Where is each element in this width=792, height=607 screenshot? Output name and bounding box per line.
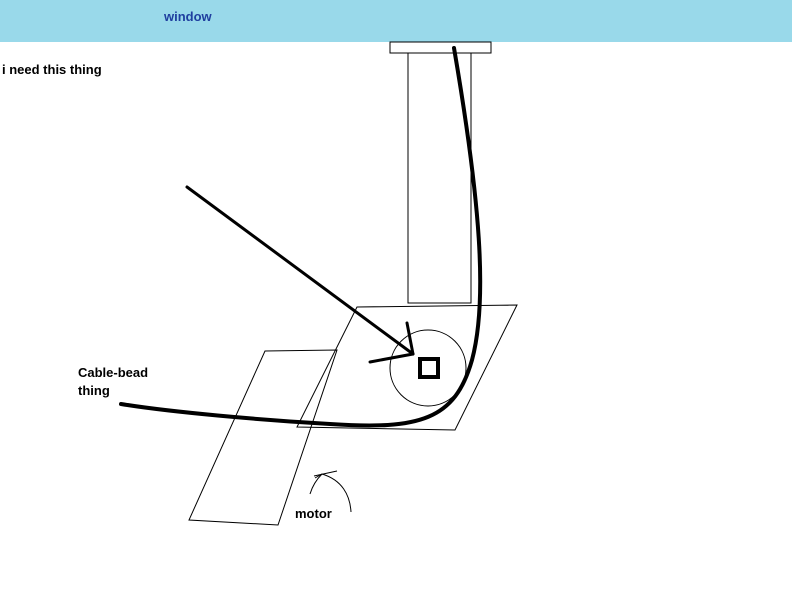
cable-bead-label: Cable-bead thing (78, 365, 149, 398)
need-arrow-shaft (185, 185, 415, 356)
need-arrow-head-top (405, 321, 415, 356)
motor-pointer-arrow-tip-2 (313, 470, 338, 477)
pulley-wheel (389, 329, 467, 407)
window-mount-bracket (389, 41, 492, 54)
need-this-thing-label: i need this thing (2, 62, 102, 77)
motor-plate (188, 349, 338, 526)
pulley-hub-square (418, 357, 440, 379)
motor-label: motor (295, 506, 332, 521)
cable-bead-line (119, 46, 483, 428)
window-label: window (164, 9, 212, 24)
window-banner: window (0, 0, 792, 42)
motor-pointer-arrow (309, 473, 352, 513)
need-arrow-head-left (368, 352, 415, 364)
housing-plate (296, 304, 518, 431)
vertical-rail (407, 52, 472, 304)
